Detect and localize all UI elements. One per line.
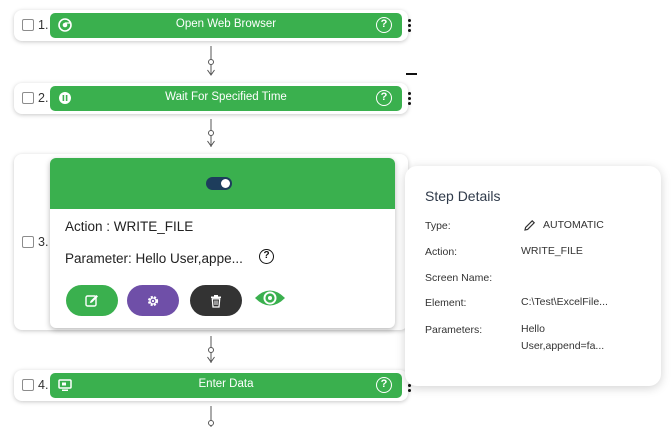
action-label: Action: bbox=[425, 246, 458, 258]
step-4-checkbox[interactable] bbox=[22, 379, 34, 391]
step-1-bar[interactable]: Open Web Browser ? bbox=[50, 13, 402, 38]
edit-icon bbox=[85, 295, 98, 307]
delete-button[interactable] bbox=[190, 285, 242, 316]
step-4-number: 4. bbox=[38, 378, 49, 392]
step-3-header bbox=[50, 158, 395, 209]
step-1-menu-icon[interactable] bbox=[408, 19, 412, 32]
screen-name-label: Screen Name: bbox=[425, 272, 493, 284]
step-1-checkbox[interactable] bbox=[22, 19, 34, 31]
step-1-card: 1. Open Web Browser ? bbox=[14, 10, 411, 41]
element-label: Element: bbox=[425, 297, 467, 309]
connector-stub bbox=[208, 406, 214, 427]
step-3-action: Action : WRITE_FILE bbox=[65, 219, 194, 234]
browser-icon bbox=[58, 18, 72, 32]
gear-icon bbox=[147, 295, 159, 307]
step-4-help-icon[interactable]: ? bbox=[376, 377, 392, 393]
step-2-card: 2. Wait For Specified Time ? bbox=[14, 83, 411, 114]
step-2-checkbox[interactable] bbox=[22, 92, 34, 104]
action-value: WRITE_FILE bbox=[521, 245, 583, 257]
step-details-panel: Step Details Type: AUTOMATIC Action: WRI… bbox=[405, 166, 661, 386]
step-details-title: Step Details bbox=[425, 188, 501, 204]
connector-arrow-1 bbox=[207, 46, 215, 76]
minimize-dash-icon[interactable] bbox=[406, 73, 417, 75]
type-label: Type: bbox=[425, 220, 451, 232]
monitor-icon bbox=[58, 378, 72, 392]
step-3-number: 3. bbox=[38, 235, 49, 249]
trash-icon bbox=[211, 295, 221, 308]
element-value: C:\Test\ExcelFile... bbox=[521, 296, 608, 308]
step-2-number: 2. bbox=[38, 91, 49, 105]
step-2-bar[interactable]: Wait For Specified Time ? bbox=[50, 86, 402, 111]
parameters-value: Hello User,append=fa... bbox=[521, 323, 605, 352]
step-enable-toggle[interactable] bbox=[206, 177, 232, 190]
step-3-expanded-panel: Action : WRITE_FILE Parameter: Hello Use… bbox=[50, 158, 395, 328]
step-4-card: 4. Enter Data ? bbox=[14, 370, 411, 401]
pencil-icon bbox=[524, 219, 536, 231]
step-1-number: 1. bbox=[38, 18, 49, 32]
settings-button[interactable] bbox=[127, 285, 179, 316]
parameter-help-icon[interactable]: ? bbox=[259, 249, 274, 264]
eye-icon[interactable] bbox=[254, 287, 286, 309]
step-3-parameter: Parameter: Hello User,appe... bbox=[65, 251, 243, 266]
step-2-help-icon[interactable]: ? bbox=[376, 90, 392, 106]
type-value: AUTOMATIC bbox=[543, 219, 604, 231]
edit-button[interactable] bbox=[66, 285, 118, 316]
pause-icon bbox=[58, 91, 72, 105]
connector-arrow-2 bbox=[207, 119, 215, 147]
step-2-label: Wait For Specified Time bbox=[165, 91, 287, 103]
step-4-label: Enter Data bbox=[198, 378, 254, 390]
parameters-label: Parameters: bbox=[425, 324, 483, 336]
step-3-checkbox[interactable] bbox=[22, 236, 34, 248]
step-1-help-icon[interactable]: ? bbox=[376, 17, 392, 33]
step-4-bar[interactable]: Enter Data ? bbox=[50, 373, 402, 398]
connector-arrow-3 bbox=[207, 336, 215, 363]
step-1-label: Open Web Browser bbox=[175, 18, 277, 30]
step-2-menu-icon[interactable] bbox=[408, 92, 412, 105]
